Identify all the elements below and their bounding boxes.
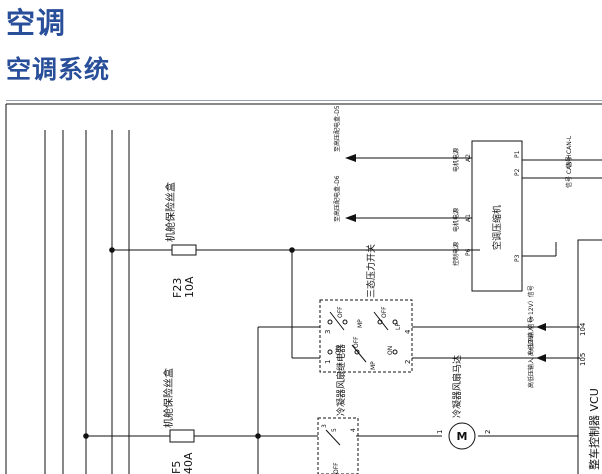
- compressor-pin-a1: A1: [465, 214, 472, 222]
- ps-pin-1: 1: [324, 360, 332, 364]
- header-divider: [6, 100, 602, 101]
- page-title: 空调: [6, 6, 67, 40]
- compressor-label-a2: 电机电源: [452, 148, 460, 172]
- ps-contact-off-3: OFF: [353, 336, 360, 348]
- compressor-name: 空调压缩机: [491, 205, 503, 250]
- fuse-f5-name: 机舱保险丝盒: [162, 368, 175, 428]
- compressor-pin-p2: P2: [514, 168, 521, 176]
- wire-label-to-d5: 至高压配电盒-D5: [333, 105, 341, 152]
- vcu-name: 整车控制器 VCU: [587, 388, 601, 470]
- wire-num-105: 105: [579, 353, 587, 366]
- motor-pin-1: 1: [436, 430, 444, 434]
- relay-pin-off: OFF: [333, 462, 340, 474]
- pressure-switch-name: 三态压力开关: [365, 244, 377, 298]
- wire-num-104: 104: [579, 322, 587, 336]
- ps-contact-mp: MP: [357, 319, 364, 328]
- ps-contact-off-2: OFF: [381, 306, 388, 318]
- ps-pin-2: 2: [404, 360, 412, 364]
- condenser-motor-name: 冷凝器风扇马达: [451, 355, 463, 418]
- relay-pin-3: 3: [321, 424, 328, 428]
- compressor-label-a1: 电机电源: [452, 208, 460, 232]
- fuse-f23-id: F23: [171, 278, 184, 298]
- compressor-pin-p1: P1: [514, 150, 521, 158]
- wire-label-to-d6: 至高压配电盒-D6: [333, 175, 341, 222]
- fan-motor-icon: M: [457, 430, 468, 443]
- relay-pin-5: 5: [331, 428, 338, 432]
- ps-contact-on: ON: [335, 346, 342, 355]
- ps-contact-off-1: OFF: [337, 306, 344, 318]
- wire-label-sig-104: 高低压输入（+12V）信号: [527, 285, 535, 356]
- fuse-f5-id: F5: [170, 461, 183, 474]
- compressor-label-p1: 信号 CAN-L: [565, 135, 573, 168]
- ps-contact-mp-2: MP: [370, 361, 377, 370]
- wire-label-sig-105: 高低压输入（+12V）信号: [527, 317, 535, 388]
- motor-pin-2: 2: [484, 430, 492, 434]
- compressor-label-p6: 控制电源: [452, 242, 460, 266]
- relay-pin-4: 4: [350, 428, 357, 432]
- section-title: 空调系统: [6, 55, 111, 84]
- ps-contact-lp: LP: [395, 323, 402, 330]
- ps-pin-3: 3: [324, 330, 332, 334]
- ps-contact-on-2: ON: [387, 346, 394, 355]
- fuse-f23-rating: 10A: [183, 276, 196, 298]
- compressor-pin-p6: P6: [465, 248, 472, 256]
- condenser-relay-name: 冷凝器风扇继电器: [335, 344, 347, 416]
- fuse-f23-name: 机舱保险丝盒: [164, 182, 177, 242]
- compressor-pin-a2: A2: [465, 154, 472, 162]
- svg-text:M: M: [457, 430, 468, 443]
- fuse-f5-rating: 40A: [182, 452, 195, 474]
- compressor-pin-p3: P3: [514, 254, 521, 262]
- compressor-label-p2: 信号 CAN-H: [565, 155, 573, 188]
- ps-pin-4: 4: [404, 329, 412, 334]
